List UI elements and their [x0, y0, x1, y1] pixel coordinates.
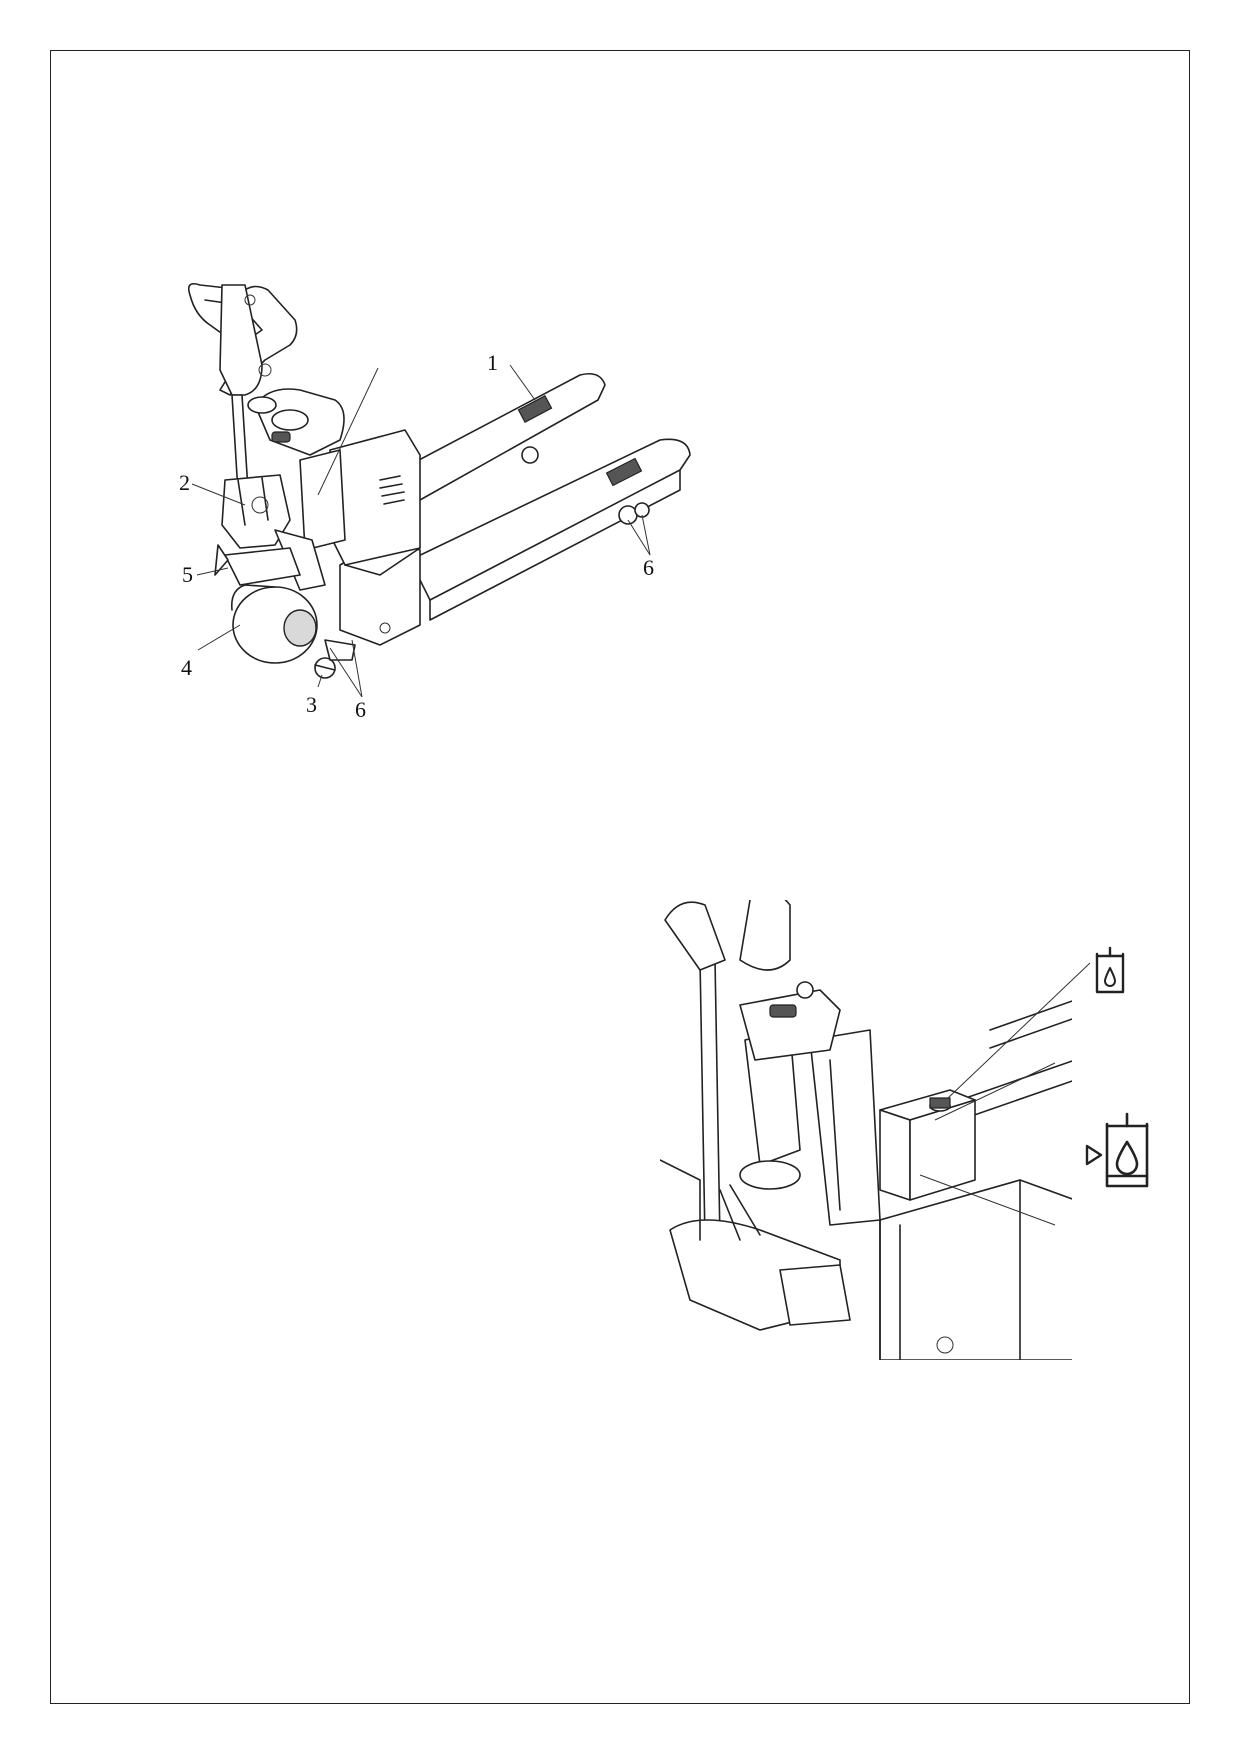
- callout-3: 3: [306, 692, 317, 717]
- page-frame: [50, 50, 1190, 1704]
- truck-forks: [399, 372, 691, 621]
- oil-level-icon: [1085, 1112, 1149, 1188]
- callout-1: 1: [487, 350, 498, 375]
- truck-tiller: [187, 282, 326, 591]
- reservoir-leaders: [919, 962, 1091, 1226]
- callout-2: 2: [179, 470, 190, 495]
- oil-fill-cap-icon: [1095, 946, 1125, 994]
- reservoir-drawing: [660, 900, 1072, 1360]
- callout-labels: 1 2 3 4 5 6 6: [179, 350, 654, 722]
- callout-6-right: 6: [643, 555, 654, 580]
- callout-leaders: [191, 364, 651, 698]
- drive-wheel: [230, 584, 356, 679]
- callout-4: 4: [181, 655, 192, 680]
- callout-6-left: 6: [355, 697, 366, 722]
- callout-5: 5: [182, 562, 193, 587]
- truck-body: [247, 388, 421, 646]
